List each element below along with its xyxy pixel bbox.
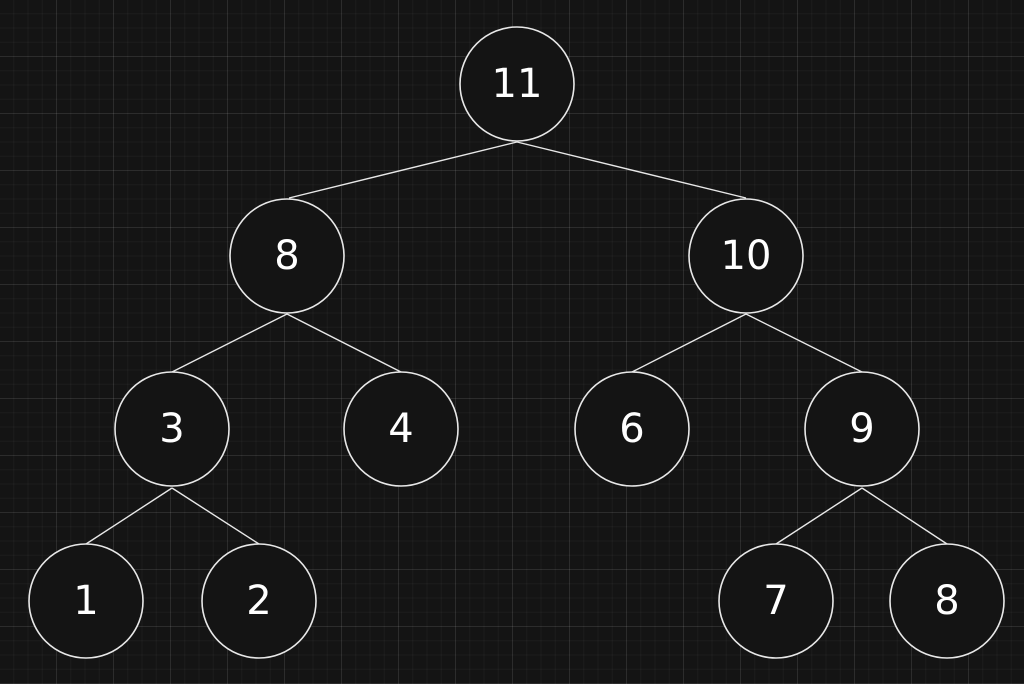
edge-n2-n6 — [745, 313, 863, 373]
node-label: 7 — [763, 578, 788, 624]
tree-node: 8 — [229, 198, 345, 314]
node-circle — [343, 371, 459, 487]
node-circle — [889, 543, 1005, 659]
edge-n6-n9 — [775, 487, 863, 545]
node-label: 8 — [274, 233, 299, 279]
edge-n2-n5 — [631, 313, 747, 373]
edges — [85, 141, 948, 545]
edge-n1-n4 — [286, 313, 402, 373]
node-label: 8 — [934, 578, 959, 624]
tree-node: 7 — [718, 543, 834, 659]
node-circle — [459, 26, 575, 142]
node-circle — [574, 371, 690, 487]
edge-n3-n8 — [171, 487, 260, 545]
tree-node: 8 — [889, 543, 1005, 659]
node-circle — [229, 198, 345, 314]
tree-node: 6 — [574, 371, 690, 487]
edge-n0-n1 — [288, 141, 518, 199]
node-label: 3 — [159, 406, 184, 452]
edge-n1-n3 — [171, 313, 288, 373]
node-circle — [114, 371, 230, 487]
node-circle — [718, 543, 834, 659]
node-circle — [804, 371, 920, 487]
node-label: 2 — [246, 578, 271, 624]
node-circle — [688, 198, 804, 314]
tree-node: 2 — [201, 543, 317, 659]
tree-node: 3 — [114, 371, 230, 487]
edge-n0-n2 — [516, 141, 747, 199]
node-label: 9 — [849, 406, 874, 452]
edge-n3-n7 — [85, 487, 173, 545]
tree-node: 4 — [343, 371, 459, 487]
tree-node: 9 — [804, 371, 920, 487]
tree-node: 1 — [28, 543, 144, 659]
edge-n6-n10 — [861, 487, 948, 545]
node-circle — [201, 543, 317, 659]
node-circle — [28, 543, 144, 659]
tree-node: 10 — [688, 198, 804, 314]
node-label: 10 — [721, 233, 772, 279]
node-label: 1 — [73, 578, 98, 624]
node-label: 11 — [492, 61, 543, 107]
node-label: 4 — [388, 406, 413, 452]
tree-node-root: 11 — [459, 26, 575, 142]
node-label: 6 — [619, 406, 644, 452]
